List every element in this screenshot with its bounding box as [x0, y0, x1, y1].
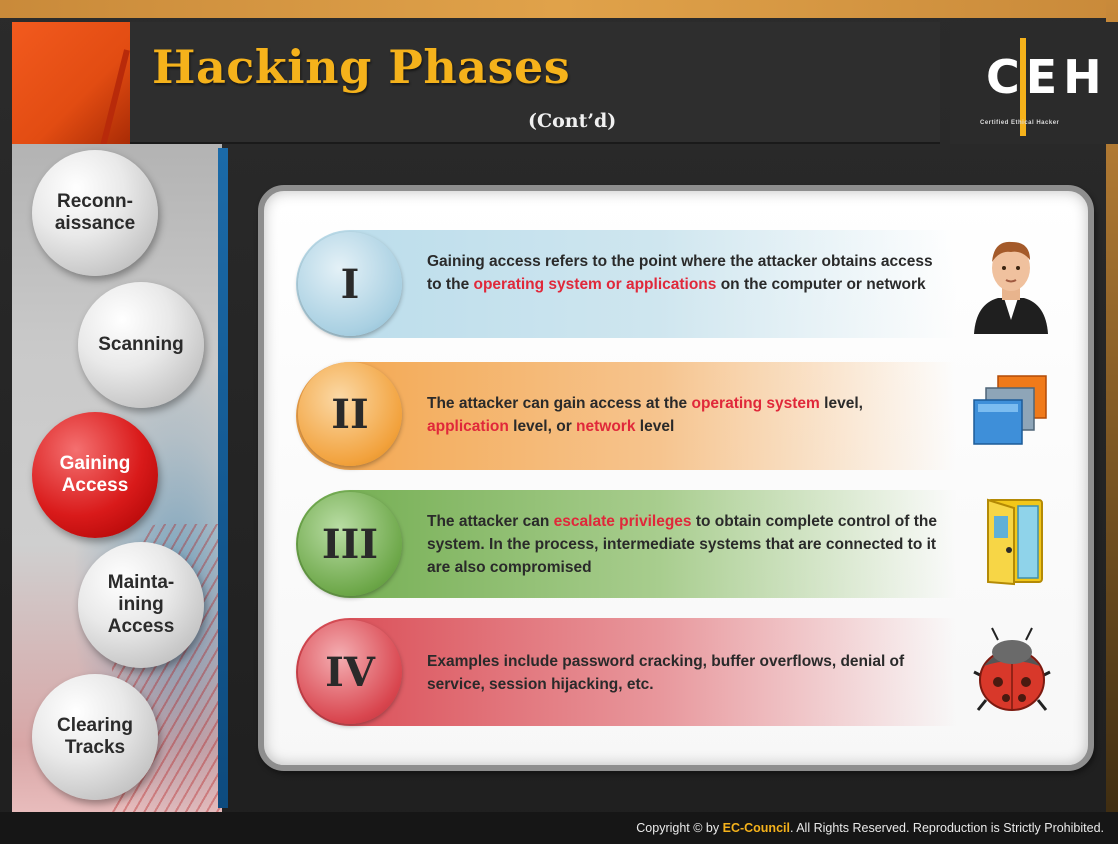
logo-tagline: Certified Ethical Hacker: [980, 120, 1060, 126]
numeral-badge: III: [298, 492, 402, 596]
row-2-highlight-1: operating system: [691, 395, 820, 412]
logo-letters: CEH: [986, 50, 1108, 104]
row-1-highlight: operating system or applications: [473, 276, 717, 293]
row-1-text-before: Gaining access refers to the point where…: [427, 253, 933, 293]
row-2-text-before: The attacker can gain access at the: [427, 395, 692, 412]
phase-maintaining-access[interactable]: Mainta- ining Access: [78, 542, 204, 668]
ceh-logo: CEH Certified Ethical Hacker: [950, 22, 1118, 144]
row-1-text: Gaining access refers to the point where…: [427, 250, 937, 296]
copyright-prefix: Copyright © by: [636, 821, 723, 835]
row-3-text-before: The attacker can: [427, 513, 554, 530]
content-row-3: [296, 490, 956, 598]
person-icon: [974, 241, 1048, 334]
header-accent: [12, 22, 130, 144]
numeral-badge: II: [298, 362, 402, 466]
row-2-highlight-3: network: [576, 418, 636, 435]
row-3-text: The attacker can escalate privileges to …: [427, 510, 937, 579]
phase-gaining-access[interactable]: Gaining Access: [32, 412, 158, 538]
slide-header: Hacking Phases (Cont’d): [130, 22, 940, 144]
row-2-text-mid: level,: [819, 395, 863, 412]
row-4-text: Examples include password cracking, buff…: [427, 653, 905, 693]
phase-clearing-tracks[interactable]: Clearing Tracks: [32, 674, 158, 800]
row-1-text-after: on the computer or network: [716, 276, 926, 293]
phase-scanning[interactable]: Scanning: [78, 282, 204, 408]
stacked-windows-icon: [973, 375, 1047, 445]
sidebar-divider: [218, 148, 228, 808]
content-row-1: [296, 230, 956, 338]
slide-title: Hacking Phases: [152, 40, 571, 94]
slide-subtitle: (Cont’d): [528, 110, 617, 132]
numeral-badge: I: [298, 232, 402, 336]
row-3-highlight: escalate privileges: [553, 513, 692, 530]
ec-council-brand: EC-Council: [722, 821, 790, 835]
numeral-badge: IV: [298, 620, 402, 724]
row-2-text-after: level: [635, 418, 675, 435]
content-row-4: [296, 618, 956, 726]
phase-reconnaissance[interactable]: Reconn- aissance: [32, 150, 158, 276]
content-row-2: [296, 362, 956, 470]
right-frame: [1106, 0, 1118, 844]
open-door-icon: [987, 498, 1043, 586]
logo-bar: [1020, 38, 1026, 136]
top-frame: [0, 0, 1118, 18]
copyright-suffix: . All Rights Reserved. Reproduction is S…: [789, 821, 1104, 835]
row-2-text-mid2: level, or: [508, 418, 577, 435]
row-2-highlight-2: application: [427, 418, 509, 435]
copyright-text: Copyright © by EC-Council. All Rights Re…: [636, 821, 1104, 835]
ladybug-icon: [973, 627, 1051, 711]
slide-footer: Copyright © by EC-Council. All Rights Re…: [0, 812, 1118, 844]
row-2-text: The attacker can gain access at the oper…: [427, 392, 937, 438]
row-3-text-after: to obtain complete control of the system…: [427, 513, 937, 576]
